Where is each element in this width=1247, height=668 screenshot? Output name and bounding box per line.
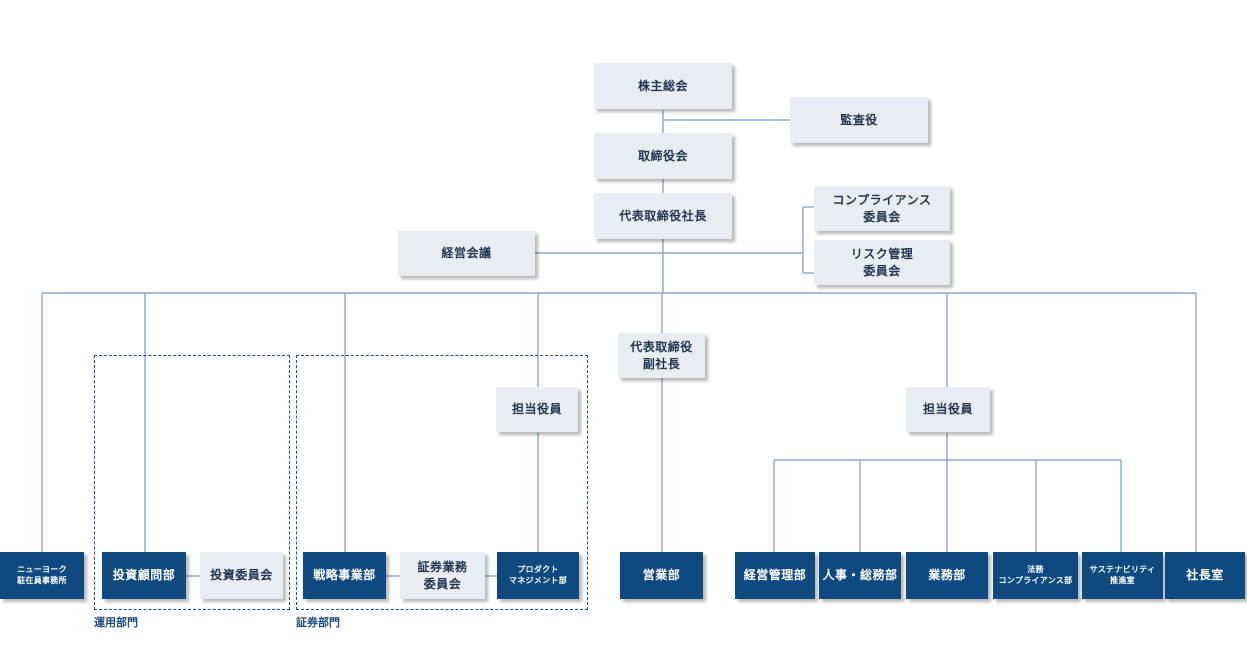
business-management-box: 経営管理部 xyxy=(735,552,815,599)
securities-committee-box: 証券業務 委員会 xyxy=(400,552,485,599)
officer-in-charge-admin-box: 担当役員 xyxy=(906,387,990,432)
investment-committee-box: 投資委員会 xyxy=(200,552,283,599)
strategy-business-box: 戦略事業部 xyxy=(303,552,386,599)
sales-box: 営業部 xyxy=(620,552,703,599)
product-management-box: プロダクト マネジメント部 xyxy=(497,552,579,599)
management-meeting-box: 経営会議 xyxy=(398,231,535,276)
president-box: 代表取締役社長 xyxy=(594,193,732,239)
hr-general-affairs-box: 人事・総務部 xyxy=(819,552,901,599)
risk-committee-box: リスク管理 委員会 xyxy=(814,240,950,285)
ny-office-box: ニューヨーク 駐在員事務所 xyxy=(0,552,84,599)
officer-in-charge-securities-box: 担当役員 xyxy=(496,387,578,432)
legal-compliance-box: 法務 コンプライアンス部 xyxy=(993,552,1078,599)
operations-division-group xyxy=(94,355,290,610)
board-of-directors-box: 取締役会 xyxy=(594,133,732,179)
compliance-committee-box: コンプライアンス 委員会 xyxy=(814,186,950,231)
shareholders-meeting-box: 株主総会 xyxy=(594,63,732,109)
auditor-box: 監査役 xyxy=(790,97,928,143)
operations-box: 業務部 xyxy=(906,552,988,599)
vice-president-box: 代表取締役 副社長 xyxy=(618,333,705,378)
securities-division-label: 証券部門 xyxy=(296,616,340,629)
presidents-office-box: 社長室 xyxy=(1165,552,1245,599)
operations-division-label: 運用部門 xyxy=(94,616,138,629)
sustainability-office-box: サステナビリティ 推進室 xyxy=(1082,552,1163,599)
securities-division-group xyxy=(296,355,588,610)
investment-advisory-box: 投資顧問部 xyxy=(102,552,186,599)
